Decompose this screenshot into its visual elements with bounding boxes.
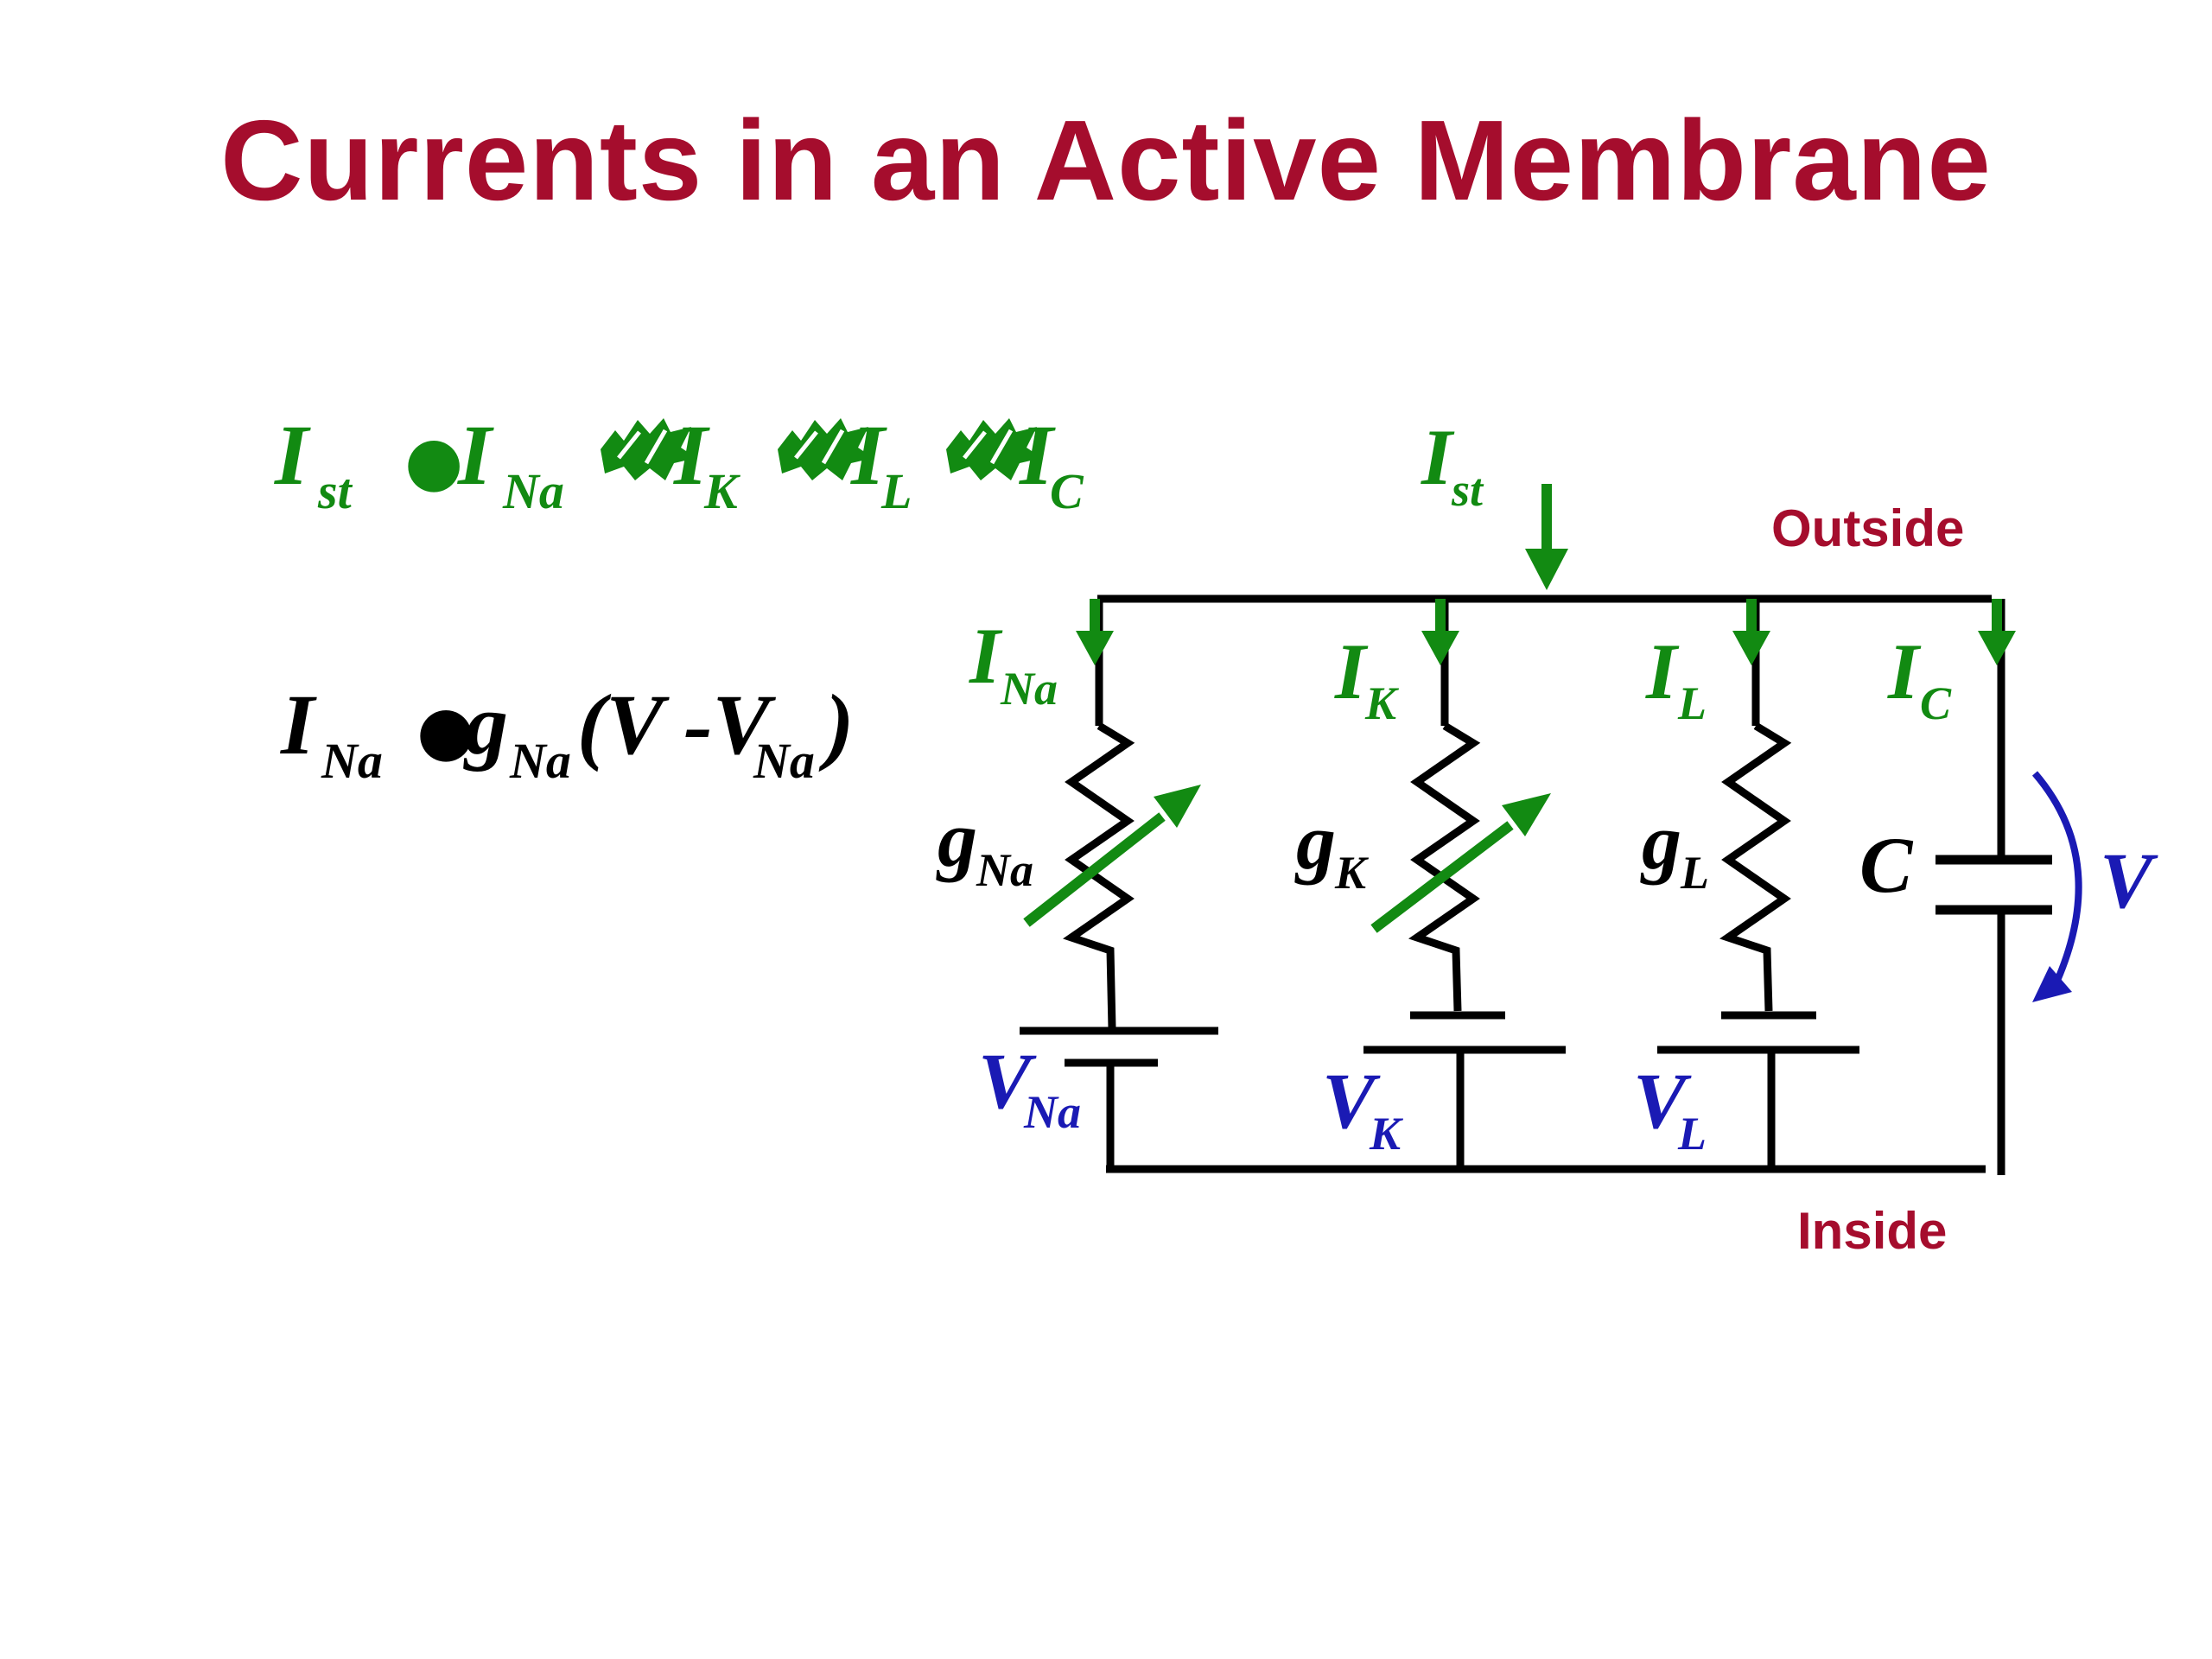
leak-conductance-label: g xyxy=(1640,798,1681,886)
leak-resistor xyxy=(1719,722,1792,1012)
branch-sodium: I Na g Na V Na xyxy=(936,599,1218,1169)
eq1-ik-subscript: K xyxy=(703,463,741,519)
slide-title: Currents in an Active Membrane xyxy=(220,97,1992,224)
eq2-open-expr: (V -V xyxy=(577,677,776,772)
branch-capacitor: I C C V xyxy=(1859,599,2158,1175)
eq1-il-subscript: L xyxy=(880,463,912,519)
capacitor-current-label: I xyxy=(1887,627,1922,715)
eq2-i-subscript: Na xyxy=(321,733,383,789)
eq2-i-symbol: I xyxy=(280,677,317,772)
potassium-current-label: I xyxy=(1334,627,1369,715)
branch-potassium: I K g K V K xyxy=(1294,599,1566,1169)
ist-arrow xyxy=(1525,484,1568,590)
sodium-resistor xyxy=(1063,722,1135,1029)
sodium-voltage-subscript: Na xyxy=(1023,1086,1081,1138)
eq2-g-subscript: Na xyxy=(509,733,571,789)
eq2-equals-glyph: ● xyxy=(416,692,475,770)
inside-label: Inside xyxy=(1797,1202,1947,1260)
outside-label: Outside xyxy=(1771,499,1964,557)
ist-label: I xyxy=(1421,413,1455,501)
potassium-variable-arrow xyxy=(1370,821,1514,933)
potassium-current-subscript: K xyxy=(1364,677,1400,729)
eq1-ic-symbol: I xyxy=(1019,407,1056,503)
sodium-conductance-subscript: Na xyxy=(976,844,1033,896)
leak-conductance-subscript: L xyxy=(1680,847,1709,899)
voltage-arc-arrow xyxy=(2031,771,2082,994)
eq2-g-symbol: g xyxy=(463,677,508,772)
eq2-v-subscript: Na xyxy=(753,733,815,789)
sodium-current-subscript: Na xyxy=(1000,663,1058,715)
eq1-ist-symbol: I xyxy=(274,407,311,503)
capacitor-current-subscript: C xyxy=(1920,677,1952,729)
sodium-current-label: I xyxy=(969,612,1003,700)
eq1-ic-subscript: C xyxy=(1050,463,1084,519)
eq1-ina-subscript: Na xyxy=(502,463,564,519)
eq1-equals-glyph: ● xyxy=(404,423,463,500)
leak-voltage-subscript: L xyxy=(1677,1108,1707,1160)
membrane-voltage-label: V xyxy=(2100,836,2158,925)
sodium-variable-arrow xyxy=(1023,812,1166,927)
current-sum-equation: I st ● I Na I K I L I C xyxy=(274,407,1084,519)
potassium-voltage-label: V xyxy=(1322,1057,1381,1145)
ist-label-subscript: st xyxy=(1451,464,1484,516)
sodium-voltage-label: V xyxy=(978,1037,1037,1125)
eq2-close-paren: ) xyxy=(818,677,854,772)
circuit: I st Outside Inside I Na g Na xyxy=(936,413,2158,1260)
eq1-ina-symbol: I xyxy=(457,407,494,503)
leak-current-label: I xyxy=(1645,627,1680,715)
eq1-plus-glyph-2 xyxy=(778,418,874,480)
sodium-conductance-label: g xyxy=(936,795,977,883)
capacitor-label: C xyxy=(1859,821,1914,909)
potassium-conductance-subscript: K xyxy=(1334,847,1370,899)
sodium-current-equation: I Na ● g Na (V -V Na ) xyxy=(280,677,854,789)
leak-voltage-label: V xyxy=(1633,1057,1692,1145)
potassium-conductance-label: g xyxy=(1294,798,1336,886)
branch-leak: I L g L V L xyxy=(1633,599,1859,1169)
potassium-voltage-subscript: K xyxy=(1369,1108,1404,1160)
eq1-il-symbol: I xyxy=(850,407,887,503)
leak-current-subscript: L xyxy=(1677,677,1707,729)
eq1-ik-symbol: I xyxy=(673,407,710,503)
eq1-ist-subscript: st xyxy=(317,463,353,519)
eq1-plus-glyph-3 xyxy=(946,418,1042,480)
eq1-plus-glyph-1 xyxy=(601,418,696,480)
potassium-resistor xyxy=(1408,722,1481,1012)
